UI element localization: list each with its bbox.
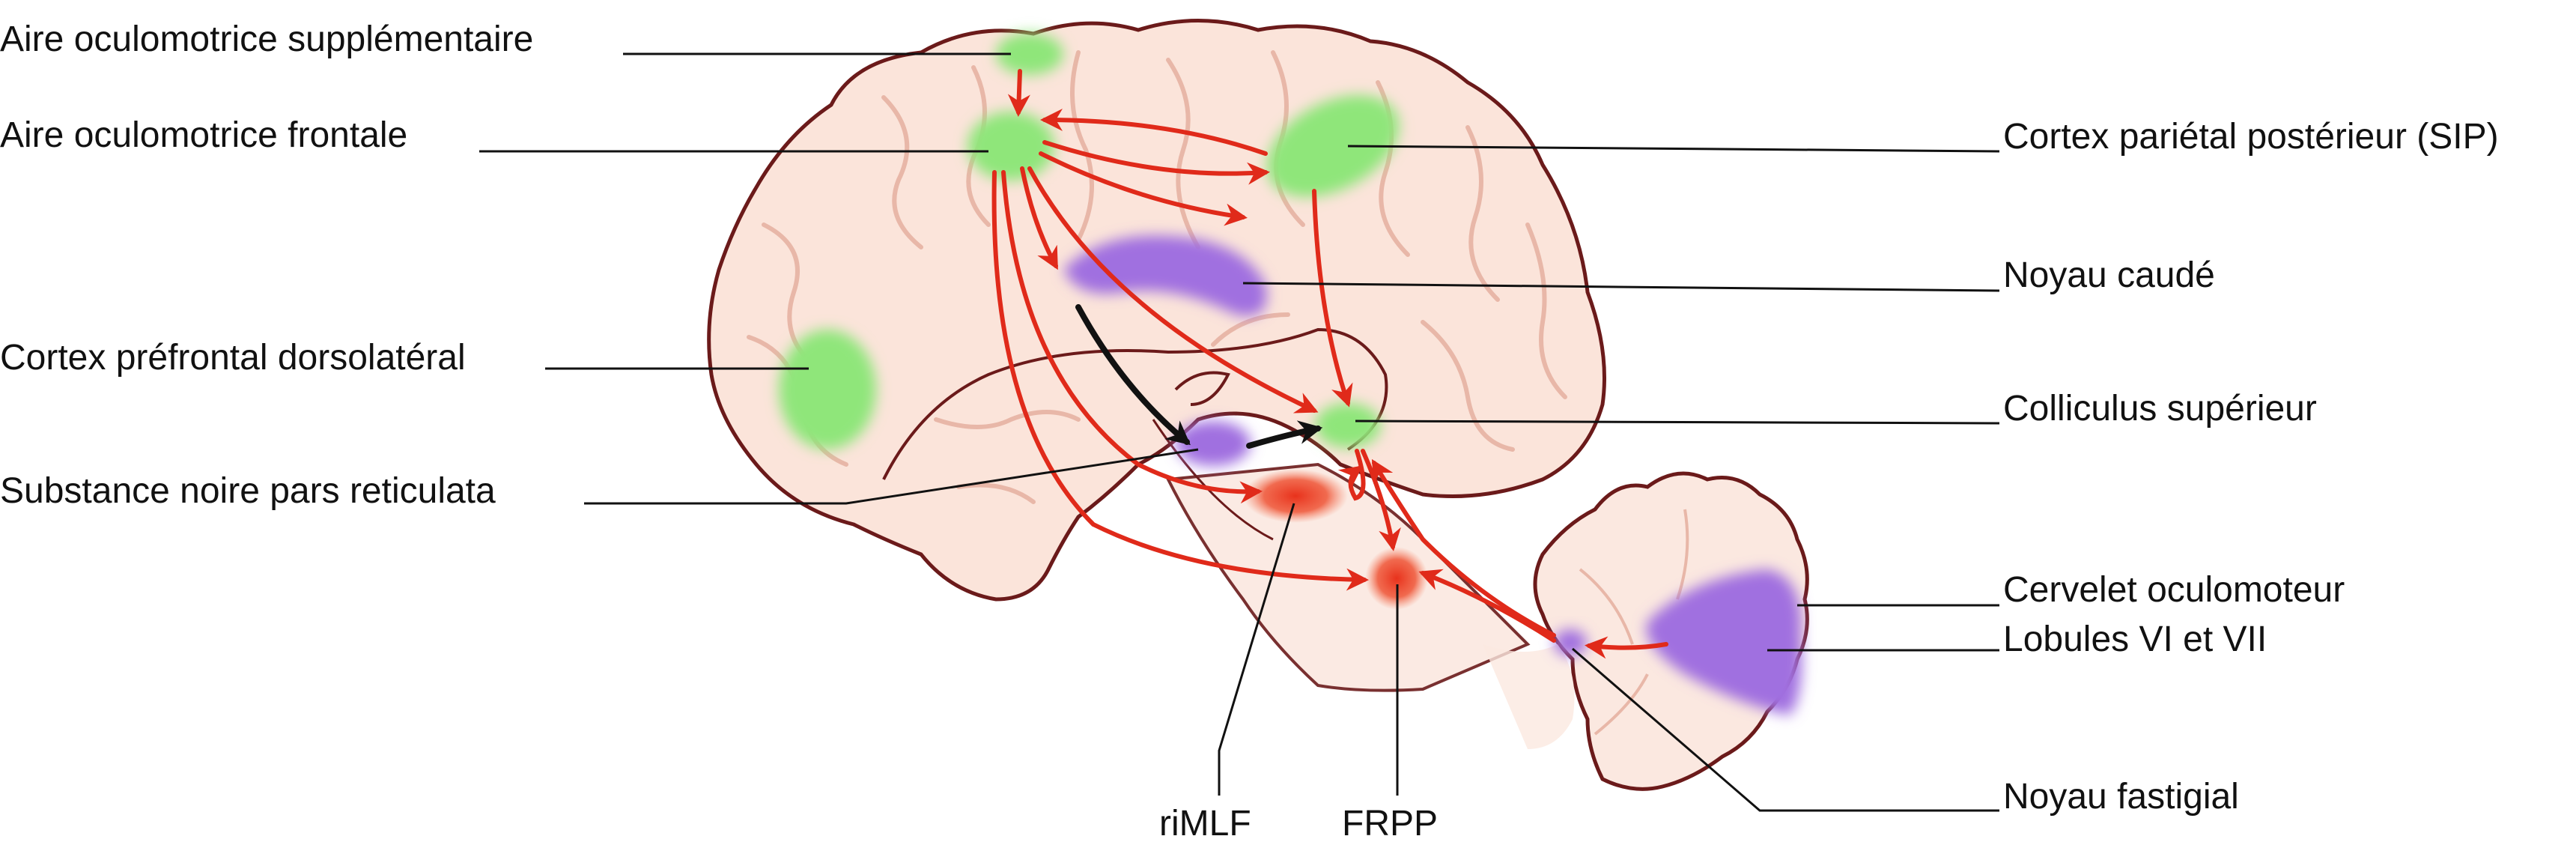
- arrow-fef-to-rimlf: [1001, 170, 1263, 504]
- label-fastigial: Noyau fastigial: [2003, 777, 2239, 817]
- leader-caudate: [1242, 282, 2000, 292]
- label-frontal-eye-field: Aire oculomotrice frontale: [0, 115, 408, 155]
- label-frpp: FRPP: [1342, 804, 1439, 844]
- region-frpp: [1365, 547, 1428, 610]
- leader-snpr: [584, 448, 1199, 505]
- region-posterior-parietal: [1266, 95, 1400, 197]
- region-fastigial: [1554, 629, 1587, 656]
- region-supplementary-eye-field: [996, 33, 1063, 75]
- region-rimlf: [1243, 469, 1348, 523]
- arrow-caudate-to-snpr: [1075, 304, 1191, 446]
- arrow-snpr-to-sc: [1246, 420, 1323, 449]
- arrow-pef-to-sc: [1312, 189, 1353, 408]
- leader-fastigial: [1572, 647, 1999, 812]
- label-lobules: Lobules VI et VII: [2003, 620, 2267, 659]
- lateral-sulcus: [1174, 371, 1230, 406]
- basal-regions: [1063, 235, 1802, 715]
- label-oculomotor-cerebellum: Cervelet oculomoteur: [2003, 570, 2345, 610]
- black-pathways: [1075, 304, 1323, 449]
- label-pef: Cortex pariétal postérieur (SIP): [2003, 117, 2499, 157]
- label-dlpfc: Cortex préfrontal dorsolatéral: [0, 338, 466, 378]
- label-snpr: Substance noire pars reticulata: [0, 471, 496, 511]
- cortical-regions: [779, 33, 1400, 449]
- arrow-sc-to-rimlf: [1337, 449, 1366, 501]
- arrow-sef-to-fef: [1007, 69, 1030, 117]
- region-superior-colliculus: [1315, 403, 1381, 448]
- arrow-fastigial-to-frpp: [1418, 569, 1556, 643]
- arrow-pef-to-fef: [1040, 109, 1268, 156]
- arrow-fastigial-to-sc: [1371, 458, 1556, 637]
- label-rimlf: riMLF: [1159, 804, 1251, 844]
- label-supplementary-eye-field: Aire oculomotrice supplémentaire: [0, 19, 534, 59]
- leader-sc: [1355, 420, 2000, 425]
- region-snpr: [1176, 421, 1251, 466]
- arrow-fef-to-pef-1: [1042, 140, 1270, 185]
- label-superior-colliculus: Colliculus supérieur: [2003, 389, 2317, 428]
- red-pathways: [991, 69, 1668, 659]
- leader-pef: [1347, 145, 2000, 153]
- arrow-fef-to-sc: [1027, 166, 1319, 414]
- arrow-cerebellum-to-fastigial: [1585, 636, 1668, 659]
- leader-rimlf: [1218, 503, 1295, 796]
- arrow-fef-to-pef-2: [1039, 151, 1248, 226]
- region-oculomotor-cerebellum: [1646, 569, 1802, 715]
- arrow-fef-to-caudate: [1020, 166, 1058, 270]
- region-dlpfc: [779, 330, 876, 449]
- label-caudate: Noyau caudé: [2003, 255, 2215, 295]
- region-caudate: [1063, 235, 1267, 316]
- cerebellar-peduncle: [1483, 644, 1575, 749]
- region-frontal-eye-field: [967, 112, 1054, 181]
- brainstem-nuclei: [1243, 469, 1428, 610]
- arrow-fef-to-frpp: [991, 170, 1369, 591]
- cerebellum-folia: [1579, 509, 1689, 736]
- leader-lines: [479, 52, 2000, 812]
- arrow-sc-to-frpp: [1361, 449, 1401, 551]
- cerebrum: [707, 19, 1606, 602]
